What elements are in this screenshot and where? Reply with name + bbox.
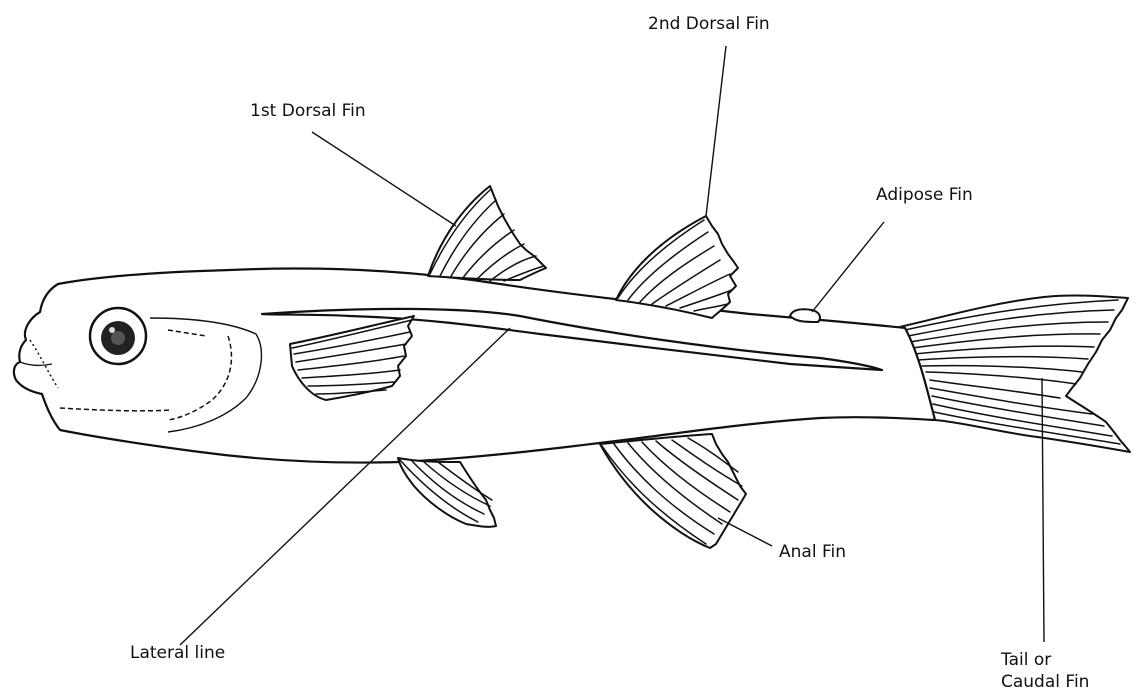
caudal-fin: [895, 295, 1130, 452]
adipose-fin: [790, 309, 820, 322]
label-lateral-line: Lateral line: [130, 643, 225, 663]
label-tail-line2: Caudal Fin: [1001, 672, 1089, 692]
leader-anal: [718, 518, 772, 546]
leader-1st-dorsal: [312, 132, 456, 226]
label-adipose-fin: Adipose Fin: [876, 185, 973, 205]
anal-fin: [600, 434, 746, 548]
leader-adipose: [812, 222, 884, 312]
eye-icon: [90, 308, 146, 364]
label-anal-fin: Anal Fin: [779, 542, 846, 562]
second-dorsal-fin: [616, 216, 738, 318]
label-1st-dorsal-fin: 1st Dorsal Fin: [250, 101, 366, 121]
leader-2nd-dorsal: [706, 46, 726, 216]
first-dorsal-fin: [428, 186, 546, 281]
pelvic-fin: [398, 458, 496, 527]
label-2nd-dorsal-fin: 2nd Dorsal Fin: [648, 14, 770, 34]
label-tail-line1: Tail or: [1000, 650, 1051, 670]
